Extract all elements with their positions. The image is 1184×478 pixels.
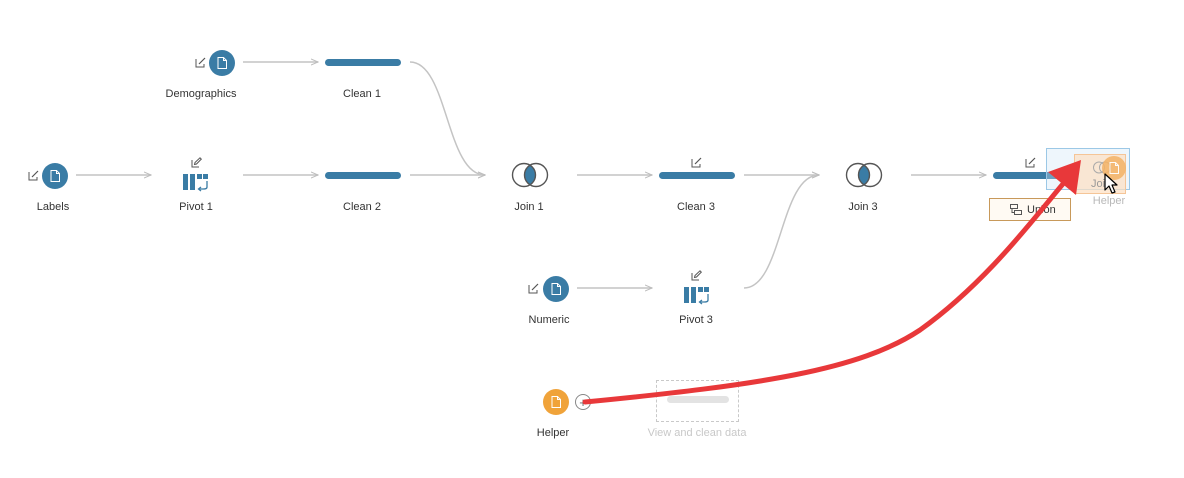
file-icon — [50, 170, 60, 182]
file-icon — [551, 283, 561, 295]
pencil-icon[interactable] — [191, 157, 202, 168]
node-label-numeric: Numeric — [528, 314, 570, 326]
clean3-step-node[interactable] — [659, 172, 735, 179]
edit-step-icon[interactable] — [1025, 157, 1036, 168]
node-label-join3: Join 3 — [848, 201, 878, 213]
dragged-helper-label: Helper — [1092, 195, 1126, 207]
join3-step-node[interactable] — [844, 162, 884, 188]
clean2-step-node[interactable] — [325, 172, 401, 179]
join1-step-node[interactable] — [510, 162, 550, 188]
placeholder-bar — [667, 396, 729, 403]
pencil-icon[interactable] — [691, 270, 702, 281]
helper-input-node[interactable] — [543, 389, 569, 415]
numeric-input-node[interactable] — [543, 276, 569, 302]
file-icon — [551, 396, 561, 408]
file-icon — [217, 57, 227, 69]
connector-clean1-join1 — [409, 61, 485, 175]
union-drop-label: Union — [1027, 204, 1056, 216]
edit-step-icon[interactable] — [28, 170, 39, 181]
edit-step-icon[interactable] — [195, 57, 206, 68]
node-label-pivot1: Pivot 1 — [179, 201, 213, 213]
node-label-clean1: Clean 1 — [343, 88, 381, 100]
node-label-helper: Helper — [536, 427, 570, 439]
add-step-button[interactable]: + — [575, 394, 591, 410]
pivot1-step-node[interactable] — [182, 172, 210, 192]
placeholder-label: View and clean data — [647, 427, 747, 439]
labels-input-node[interactable] — [42, 163, 68, 189]
file-icon — [1109, 162, 1119, 174]
plus-icon: + — [579, 394, 587, 410]
node-label-demographics: Demographics — [165, 88, 237, 100]
placeholder-clean-step[interactable] — [656, 380, 739, 422]
union-drop-option[interactable]: Union — [989, 198, 1071, 221]
mouse-cursor-icon — [1104, 173, 1118, 194]
node-label-clean3: Clean 3 — [677, 201, 715, 213]
edit-step-icon[interactable] — [691, 157, 702, 168]
union-icon — [1010, 204, 1022, 215]
demographics-input-node[interactable] — [209, 50, 235, 76]
clean1-step-node[interactable] — [325, 59, 401, 66]
node-label-labels: Labels — [36, 201, 70, 213]
node-label-clean2: Clean 2 — [343, 201, 381, 213]
connector-pivot3-join3 — [743, 175, 819, 289]
node-label-join1: Join 1 — [514, 201, 544, 213]
node-label-pivot3: Pivot 3 — [679, 314, 713, 326]
pivot3-step-node[interactable] — [683, 285, 711, 305]
edit-step-icon[interactable] — [528, 283, 539, 294]
